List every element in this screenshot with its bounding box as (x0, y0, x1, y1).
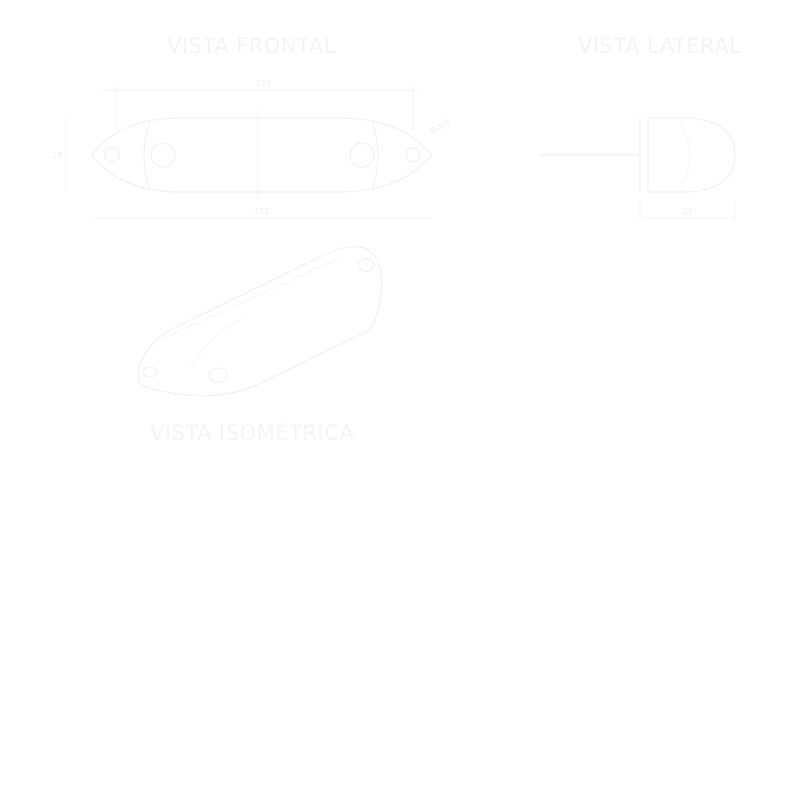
mount-hole-right (405, 147, 421, 163)
iso-hole-right (357, 258, 375, 272)
mount-hole-left (104, 147, 120, 163)
dim-label-left: 28 (52, 151, 62, 160)
iso-boss-left (208, 367, 228, 383)
isometric-view-drawing (138, 246, 383, 397)
side-view-title: VISTA LATERAL (578, 34, 742, 58)
front-view-drawing: 114 113 28 Ø 5.0 (52, 79, 452, 219)
dim-label-bottom: 113 (254, 207, 269, 216)
dim-label-top: 114 (256, 79, 271, 88)
iso-lens-arc (189, 317, 245, 369)
isometric-view-title: VISTA ISOMÉTRICA (150, 421, 355, 445)
front-inner-right-arc (371, 119, 379, 191)
iso-hole-left (142, 366, 158, 378)
dim-label-hole: Ø 5.0 (428, 116, 452, 135)
front-outline (91, 117, 433, 193)
side-inner-arc (679, 121, 691, 189)
front-inner-left-arc (143, 119, 151, 191)
lens-boss-left (150, 142, 176, 168)
side-dim-label: 23 (682, 207, 692, 216)
lens-boss-right (349, 142, 375, 168)
side-view-drawing: 23 (540, 117, 736, 222)
iso-outline (138, 246, 383, 397)
iso-edge-top (159, 257, 341, 341)
side-lens-profile (648, 117, 736, 193)
front-view-title: VISTA FRONTAL (167, 34, 336, 58)
